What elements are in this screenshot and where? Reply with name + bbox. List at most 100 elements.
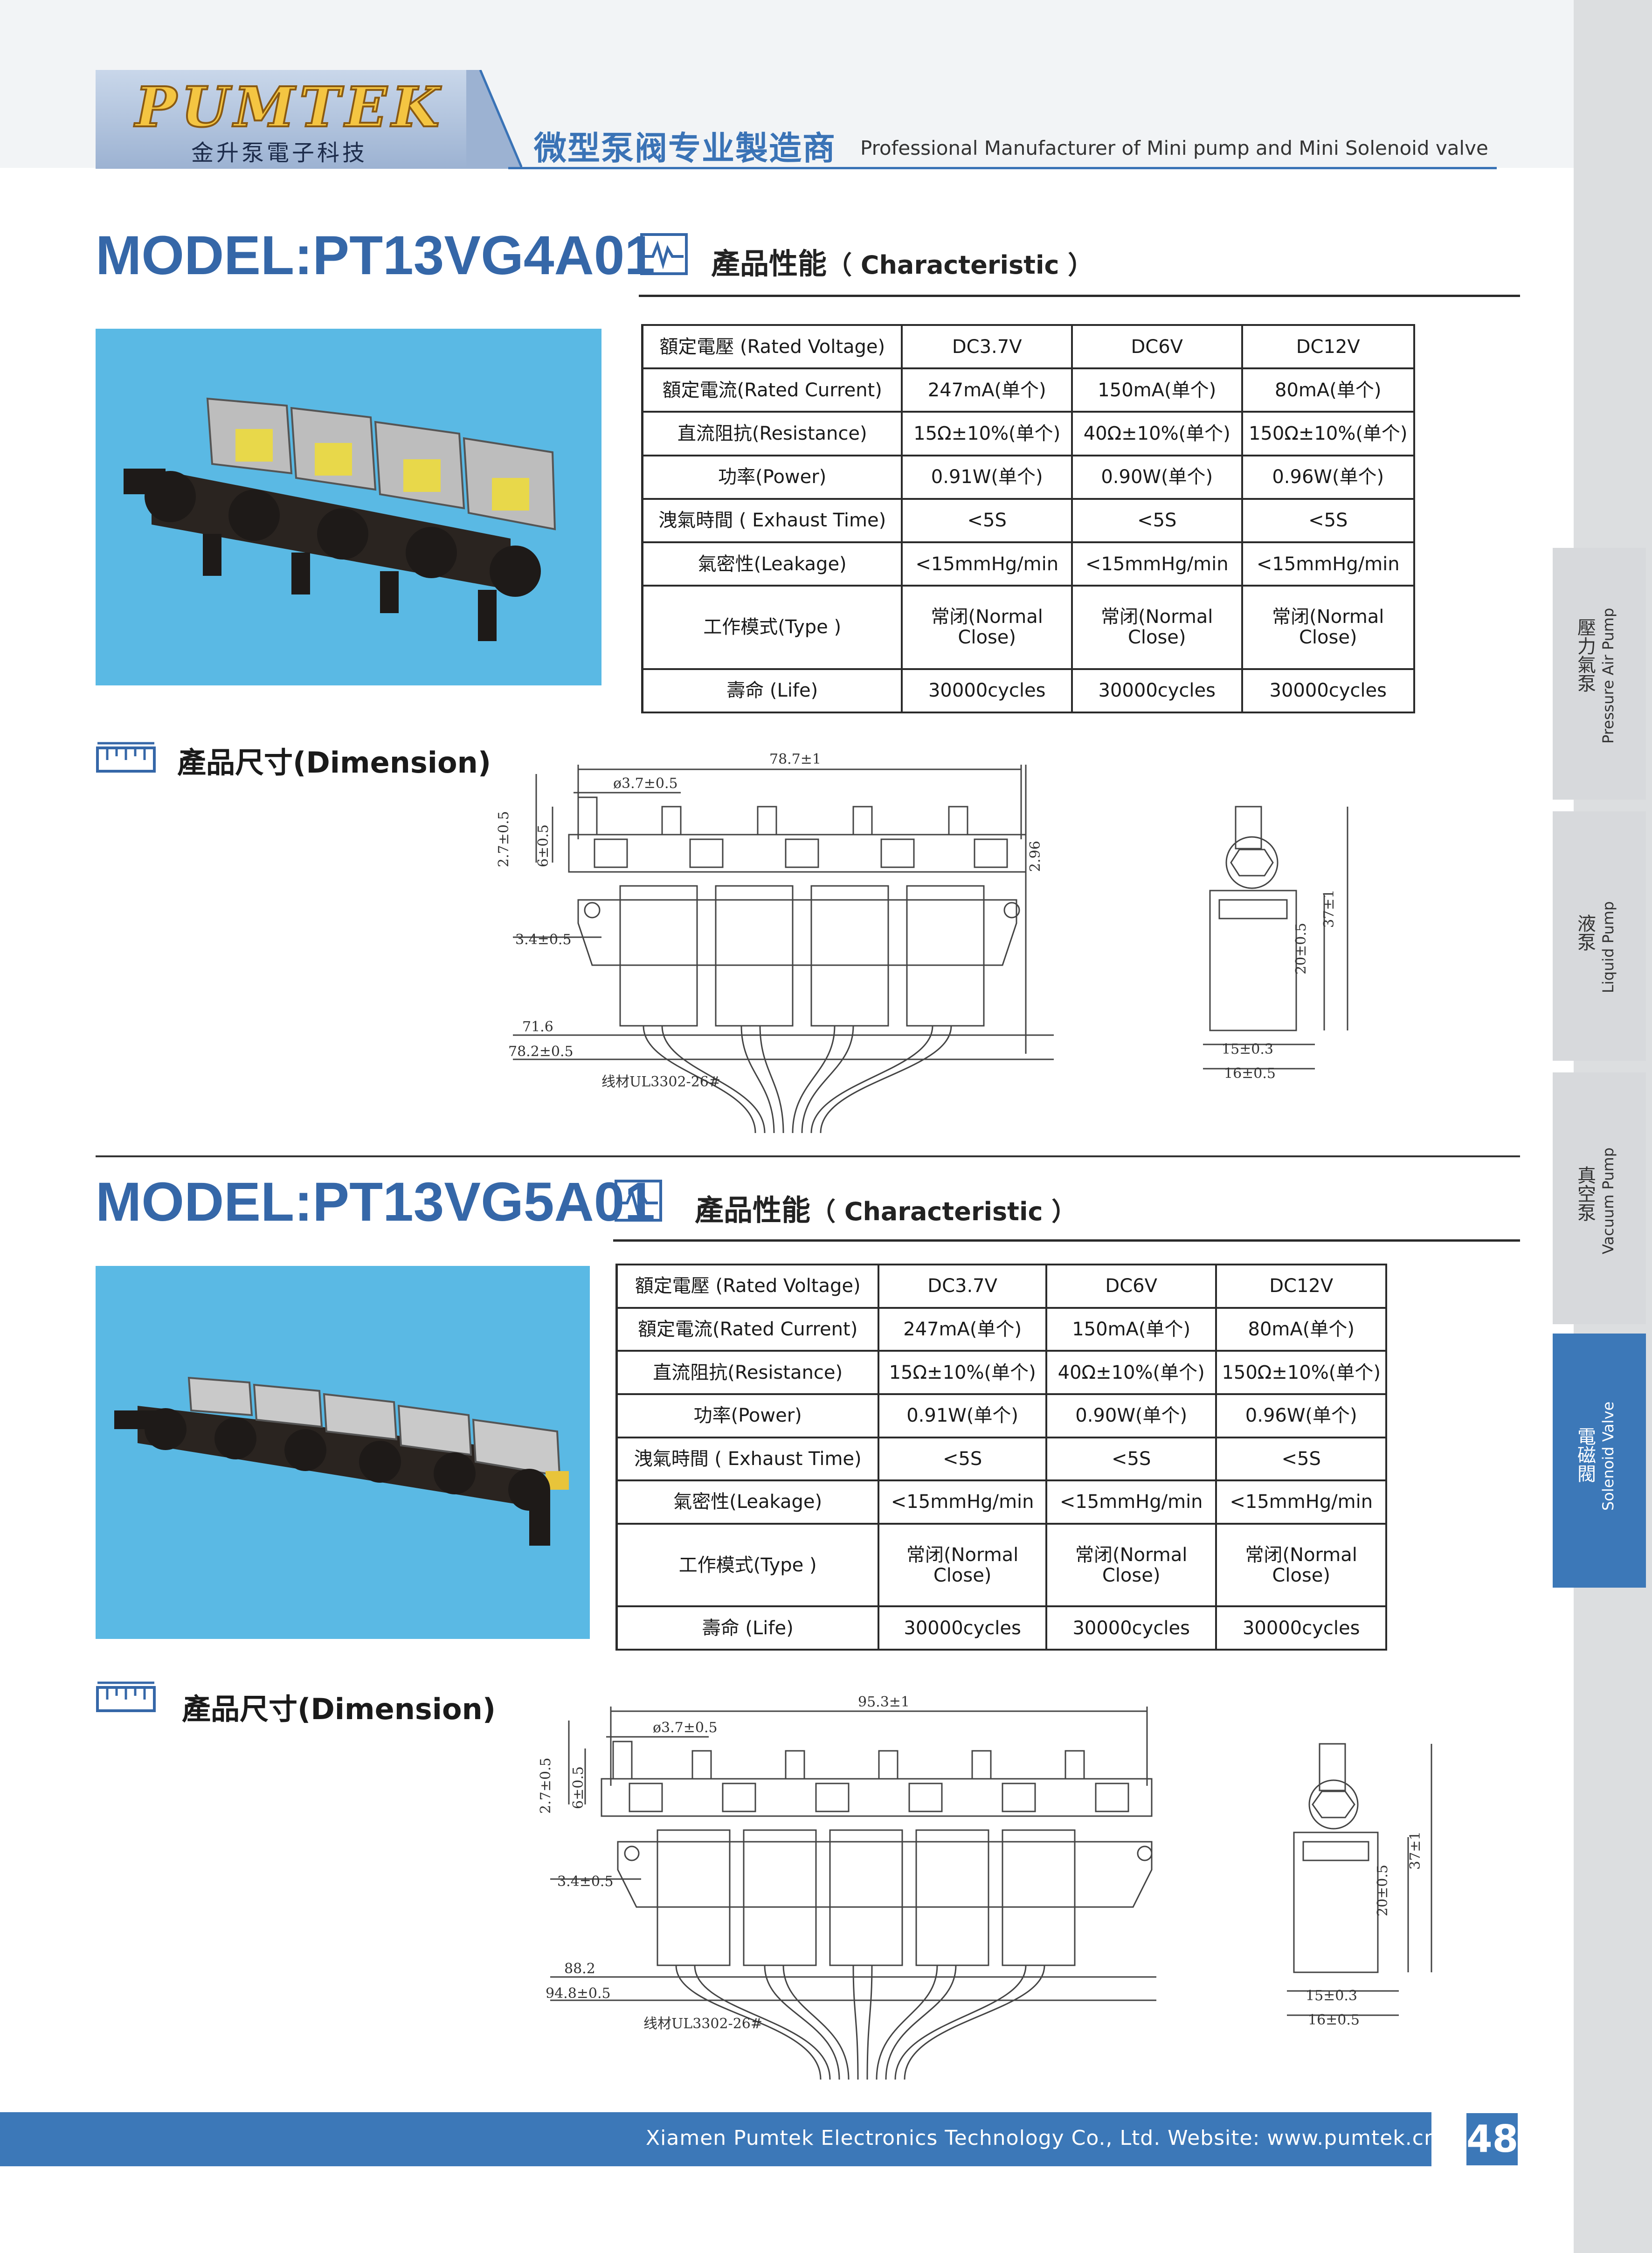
characteristic-heading: 產品性能（ Characteristic ） — [695, 1187, 1077, 1229]
table-row: 額定電流(Rated Current)247mA(单个)150mA(单个)80m… — [615, 1306, 1387, 1352]
spec-label: 壽命 (Life) — [615, 1605, 880, 1651]
characteristic-en: （ Characteristic ） — [810, 1197, 1077, 1226]
section-divider — [96, 1155, 1520, 1157]
tab-label-cn: 電磁閥 — [1574, 1427, 1596, 1483]
tab-liquid-pump[interactable]: 液泵 Liquid Pump — [1553, 811, 1646, 1061]
slogan-cn: 微型泵阀专业製造商 — [534, 129, 836, 167]
spec-value: 30000cycles — [1241, 668, 1416, 714]
dimension-heading: 產品尺寸(Dimension) — [177, 746, 491, 780]
spec-label: 功率(Power) — [615, 1393, 880, 1438]
spec-value: 常闭(Normal Close) — [878, 1522, 1047, 1608]
dim-side: 2.96 — [1027, 841, 1044, 872]
dim-pitch: 71.6 — [522, 1019, 553, 1035]
spec-value: 30000cycles — [901, 668, 1073, 714]
table-row: 工作模式(Type )常闭(Normal Close)常闭(Normal Clo… — [641, 585, 1416, 670]
spec-value: <15mmHg/min — [1045, 1479, 1217, 1525]
spec-value: <5S — [1071, 498, 1243, 543]
dim-h1: 2.7±0.5 — [496, 811, 512, 867]
spec-value: <15mmHg/min — [1215, 1479, 1387, 1525]
spec-value: <15mmHg/min — [901, 541, 1073, 587]
table-row: 氣密性(Leakage)<15mmHg/min<15mmHg/min<15mmH… — [615, 1479, 1387, 1525]
spec-value: 150Ω±10%(单个) — [1215, 1350, 1387, 1395]
model-title: MODEL:PT13VG4A01 — [96, 225, 655, 286]
dim-diameter: ø3.7±0.5 — [613, 775, 678, 792]
spec-label: 直流阻抗(Resistance) — [641, 411, 903, 456]
spec-value: <5S — [1045, 1436, 1217, 1482]
spec-value: 0.90W(单个) — [1045, 1393, 1217, 1438]
characteristic-en: （ Characteristic ） — [827, 250, 1093, 280]
spec-label: 工作模式(Type ) — [615, 1522, 880, 1608]
dim-h1: 2.7±0.5 — [538, 1757, 554, 1814]
dim-total: 78.7±1 — [769, 751, 821, 767]
dim-height: 37±1 — [1321, 890, 1337, 928]
spec-value: 常闭(Normal Close) — [1215, 1522, 1387, 1608]
characteristic-cn: 產品性能 — [711, 247, 827, 281]
spec-value: 247mA(单个) — [878, 1306, 1047, 1352]
spec-value: 0.96W(单个) — [1241, 454, 1416, 500]
spec-value: 常闭(Normal Close) — [1071, 585, 1243, 670]
tab-label-cn: 真空泵 — [1574, 1166, 1596, 1222]
spec-value: 0.90W(单个) — [1071, 454, 1243, 500]
spec-value: 30000cycles — [1215, 1605, 1387, 1651]
dimension-drawing: 95.3±1 ø3.7±0.5 2.7±0.5 6±0.5 3.4±0.5 88… — [538, 1694, 1432, 2080]
dim-offset: 3.4±0.5 — [515, 932, 572, 948]
slogan-en: Professional Manufacturer of Mini pump a… — [860, 137, 1488, 159]
spec-value: 30000cycles — [878, 1605, 1047, 1651]
wire-spec: 线材UL3302-26# — [643, 2016, 762, 2032]
spec-value: <5S — [878, 1436, 1047, 1482]
spec-label: 功率(Power) — [641, 454, 903, 500]
tab-pressure-air-pump[interactable]: 壓力氣泵 Pressure Air Pump — [1553, 548, 1646, 800]
tab-solenoid-valve[interactable]: 電磁閥 Solenoid Valve — [1553, 1334, 1646, 1588]
table-row: 工作模式(Type )常闭(Normal Close)常闭(Normal Clo… — [615, 1522, 1387, 1608]
spec-label: 洩氣時間 ( Exhaust Time) — [615, 1436, 880, 1482]
spec-value: 30000cycles — [1045, 1605, 1217, 1651]
ruler-icon — [96, 742, 156, 773]
table-row: 額定電流(Rated Current)247mA(单个)150mA(单个)80m… — [641, 367, 1416, 413]
spec-value: 15Ω±10%(单个) — [878, 1350, 1047, 1395]
footer-bar — [0, 2112, 1431, 2166]
logo-slant — [466, 70, 522, 169]
spec-label: 洩氣時間 ( Exhaust Time) — [641, 498, 903, 543]
spec-value: DC12V — [1215, 1264, 1387, 1309]
tab-label-cn: 液泵 — [1574, 914, 1596, 951]
brand-logo: PUMTEK — [134, 74, 444, 140]
dim-15: 15±0.3 — [1306, 1988, 1357, 2004]
spec-value: <5S — [1215, 1436, 1387, 1482]
dim-width: 78.2±0.5 — [508, 1044, 574, 1060]
spec-label: 氣密性(Leakage) — [615, 1479, 880, 1525]
spec-value: 常闭(Normal Close) — [1045, 1522, 1217, 1608]
spec-value: 常闭(Normal Close) — [1241, 585, 1416, 670]
spec-label: 額定電流(Rated Current) — [615, 1306, 880, 1352]
dim-body: 20±0.5 — [1375, 1865, 1391, 1916]
tab-label-en: Pressure Air Pump — [1599, 608, 1617, 744]
dim-body: 20±0.5 — [1293, 923, 1309, 974]
section-rule — [639, 295, 1520, 297]
spec-value: <15mmHg/min — [1241, 541, 1416, 587]
spec-value: 0.96W(单个) — [1215, 1393, 1387, 1438]
spec-value: <5S — [1241, 498, 1416, 543]
spec-label: 直流阻抗(Resistance) — [615, 1350, 880, 1395]
spec-value: 80mA(单个) — [1241, 367, 1416, 413]
dim-16: 16±0.5 — [1308, 2012, 1360, 2028]
brand-subtitle: 金升泵電子科技 — [191, 140, 368, 166]
dimension-drawing: 78.7±1 ø3.7±0.5 2.7±0.5 6±0.5 2.96 3.4±0… — [496, 751, 1348, 1133]
dim-diameter: ø3.7±0.5 — [653, 1720, 718, 1736]
spec-label: 額定電壓 (Rated Voltage) — [641, 324, 903, 370]
spec-value: 150mA(单个) — [1045, 1306, 1217, 1352]
tab-vacuum-pump[interactable]: 真空泵 Vacuum Pump — [1553, 1072, 1646, 1324]
spec-value: DC6V — [1071, 324, 1243, 370]
spec-value: 0.91W(单个) — [878, 1393, 1047, 1438]
wire-spec: 线材UL3302-26# — [601, 1074, 720, 1090]
header-underline — [508, 167, 1497, 169]
dim-height: 37±1 — [1407, 1831, 1424, 1870]
spec-value: DC6V — [1045, 1264, 1217, 1309]
table-row: 洩氣時間 ( Exhaust Time)<5S<5S<5S — [641, 498, 1416, 543]
dimension-heading: 產品尺寸(Dimension) — [182, 1692, 496, 1726]
tab-label-en: Liquid Pump — [1599, 901, 1617, 993]
dim-h2: 6±0.5 — [570, 1766, 587, 1809]
valve-assembly-image — [114, 1376, 569, 1546]
spec-value: 15Ω±10%(单个) — [901, 411, 1073, 456]
